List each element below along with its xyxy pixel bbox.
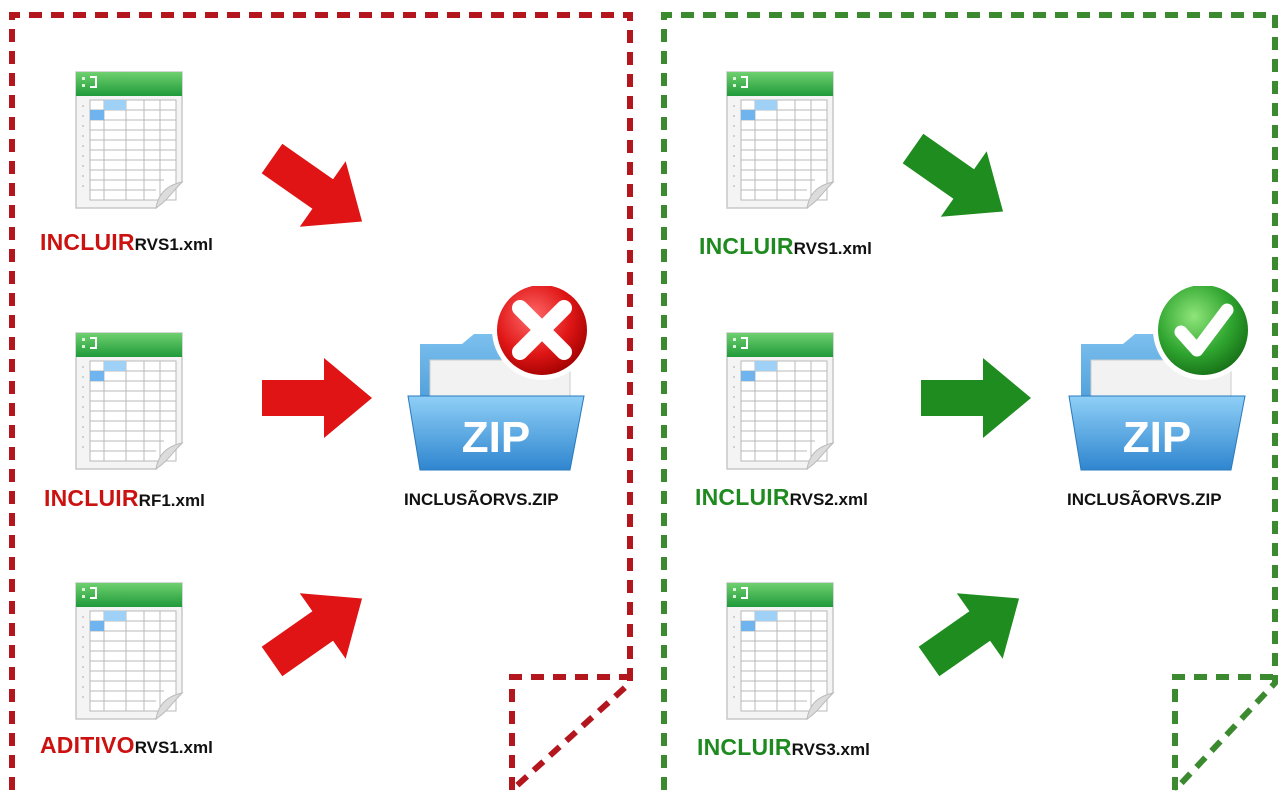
spreadsheet-file-icon xyxy=(715,64,845,214)
file-label: ADITIVORVS1.xml xyxy=(40,734,213,757)
zip-file-name: INCLUSÃORVS.ZIP xyxy=(404,490,559,509)
file-label: INCLUIRRVS2.xml xyxy=(695,486,868,509)
file-name: RVS2.xml xyxy=(789,490,868,509)
green-dashed-document-frame xyxy=(661,12,1278,791)
spreadsheet-file-icon xyxy=(64,325,194,475)
zip-text: ZIP xyxy=(1123,413,1191,462)
zip-text: ZIP xyxy=(462,413,530,462)
file-name: RVS1.xml xyxy=(134,738,213,757)
spreadsheet-file-icon xyxy=(715,325,845,475)
file-name: RVS1.xml xyxy=(793,239,872,258)
action-label: INCLUIR xyxy=(44,485,139,511)
spreadsheet-file-icon xyxy=(64,575,194,725)
action-label: INCLUIR xyxy=(697,734,792,760)
green-check-icon xyxy=(1158,286,1248,375)
action-label: INCLUIR xyxy=(695,484,790,510)
file-name: RVS1.xml xyxy=(134,235,213,254)
action-label: INCLUIR xyxy=(40,229,135,255)
action-label: ADITIVO xyxy=(40,732,135,758)
accepted-panel: INCLUIRRVS1.xml INCLUIRRVS2.xml INCLUIRR… xyxy=(639,0,1279,791)
file-name: RVS3.xml xyxy=(791,740,870,759)
rejected-panel: INCLUIRRVS1.xml INCLUIRRF1.xml ADITIVORV… xyxy=(9,12,633,791)
file-label: INCLUIRRVS1.xml xyxy=(40,231,213,254)
red-dashed-document-frame xyxy=(9,12,633,791)
zip-folder-icon: ZIP xyxy=(400,286,600,476)
file-name: RF1.xml xyxy=(138,491,205,510)
zip-folder-icon: ZIP xyxy=(1061,286,1261,476)
file-label: INCLUIRRF1.xml xyxy=(44,487,205,510)
zip-file-name: INCLUSÃORVS.ZIP xyxy=(1067,490,1222,509)
spreadsheet-file-icon xyxy=(715,575,845,725)
green-arrow-icon xyxy=(921,358,1031,438)
file-label: INCLUIRRVS3.xml xyxy=(697,736,870,759)
spreadsheet-file-icon xyxy=(64,64,194,214)
red-arrow-icon xyxy=(262,358,372,438)
action-label: INCLUIR xyxy=(699,233,794,259)
file-label: INCLUIRRVS1.xml xyxy=(699,235,872,258)
